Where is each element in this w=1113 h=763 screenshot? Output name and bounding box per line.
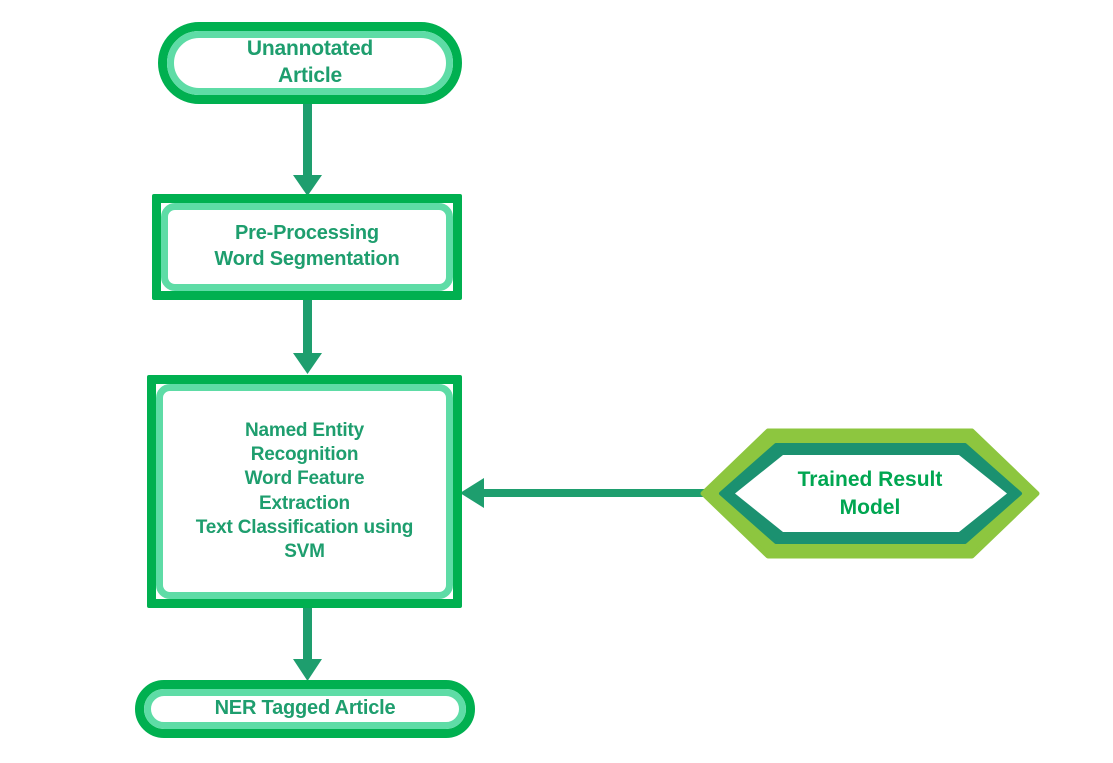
arrow-preprocessing-to-ner bbox=[293, 300, 322, 374]
arrow-unannotated-to-preprocessing bbox=[293, 103, 322, 196]
arrow-model-to-ner bbox=[460, 478, 708, 508]
hexagon-shape bbox=[700, 428, 1040, 559]
node-ner-processing-inner: Named Entity Recognition Word Feature Ex… bbox=[156, 384, 453, 599]
node-unannotated-article-inner: Unannotated Article bbox=[167, 31, 453, 95]
node-ner-processing[interactable]: Named Entity Recognition Word Feature Ex… bbox=[147, 375, 462, 608]
node-ner-tagged-article[interactable]: NER Tagged Article bbox=[135, 680, 475, 738]
node-trained-result-model[interactable]: Trained Result Model bbox=[700, 428, 1040, 559]
node-ner-processing-label: Named Entity Recognition Word Feature Ex… bbox=[195, 419, 414, 563]
node-ner-tagged-article-inner: NER Tagged Article bbox=[144, 689, 466, 729]
node-unannotated-article[interactable]: Unannotated Article bbox=[158, 22, 462, 104]
node-ner-tagged-article-label: NER Tagged Article bbox=[214, 697, 396, 720]
arrow-ner-to-tagged-article bbox=[293, 606, 322, 681]
node-pre-processing-inner: Pre-Processing Word Segmentation bbox=[161, 203, 453, 291]
node-unannotated-article-label: Unannotated Article bbox=[246, 37, 374, 87]
node-pre-processing[interactable]: Pre-Processing Word Segmentation bbox=[152, 194, 462, 300]
node-pre-processing-label: Pre-Processing Word Segmentation bbox=[214, 222, 400, 270]
